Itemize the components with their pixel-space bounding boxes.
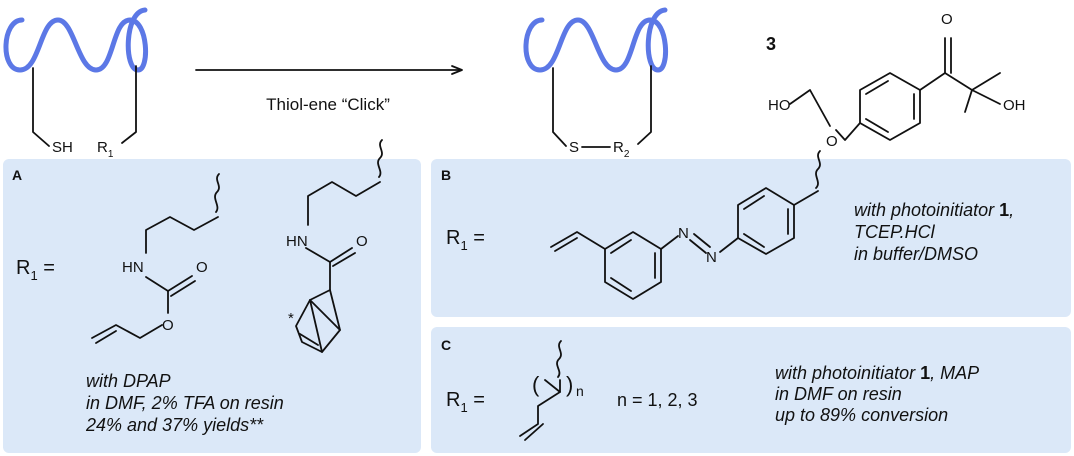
svg-text:n: n xyxy=(576,383,584,399)
svg-text:HN: HN xyxy=(122,259,144,276)
helix-coil-left xyxy=(3,7,149,73)
svg-text:N: N xyxy=(678,225,689,242)
svg-text:): ) xyxy=(566,372,573,397)
thioether-bond xyxy=(552,67,567,147)
svg-text:N: N xyxy=(706,249,717,266)
helix-coil-right xyxy=(523,7,669,73)
alkenyl-chain-structure: ( ) n xyxy=(519,340,584,441)
sh-label: SH xyxy=(52,139,73,156)
oh-right: OH xyxy=(1003,97,1026,114)
panel-b-r1-label: R1 = xyxy=(446,227,485,253)
panel-c-background xyxy=(431,327,1071,453)
allyl-carbamate-structure: HN O O xyxy=(91,173,220,344)
panel-a-r1-label: R1 = xyxy=(16,257,55,283)
compound-number: 3 xyxy=(766,34,776,54)
svg-text:(: ( xyxy=(532,372,540,397)
svg-text:*: * xyxy=(288,310,294,327)
ketone-o: O xyxy=(941,11,953,28)
panel-c-letter: C xyxy=(441,337,451,353)
svg-text:HN: HN xyxy=(286,233,308,250)
panel-c-r1-label: R1 = xyxy=(446,389,485,415)
panel-a-letter: A xyxy=(12,167,22,183)
s-label: S xyxy=(569,139,579,156)
panel-b: B R1 = N N with photo xyxy=(431,150,1071,317)
azobenzene-structure: N N xyxy=(550,150,821,300)
product-peptide: S R2 xyxy=(523,7,669,160)
panel-a-conditions: with DPAP in DMF, 2% TFA on resin 24% an… xyxy=(85,371,289,435)
arrow-label: Thiol-ene “Click” xyxy=(266,95,390,114)
r1-label-reactant: R1 xyxy=(97,139,114,160)
panel-c: C R1 = ( ) n n = 1, 2, 3 with photoiniti… xyxy=(431,327,1071,453)
ether-o: O xyxy=(826,133,838,150)
r2-label: R2 xyxy=(613,139,630,160)
svg-text:O: O xyxy=(162,317,174,334)
ho-left: HO xyxy=(768,97,791,114)
norbornene-amide-structure: HN O * xyxy=(286,139,383,353)
reaction-arrow: Thiol-ene “Click” xyxy=(195,65,463,114)
r1-linker-bond xyxy=(121,65,137,144)
panel-b-letter: B xyxy=(441,167,451,183)
panel-c-conditions: with photoinitiator 1, MAP in DMF on res… xyxy=(775,363,983,425)
n-values: n = 1, 2, 3 xyxy=(617,390,698,410)
sh-linker-bond xyxy=(32,67,50,147)
panel-a: A R1 = HN O O HN O xyxy=(3,139,421,453)
reactant-peptide: SH R1 xyxy=(3,7,149,160)
panel-b-conditions: with photoinitiator 1, TCEP.HCl in buffe… xyxy=(854,200,1019,264)
panel-a-background xyxy=(3,159,421,453)
svg-text:O: O xyxy=(196,259,208,276)
compound-3: 3 O OH O HO xyxy=(766,11,1026,150)
svg-text:O: O xyxy=(356,233,368,250)
